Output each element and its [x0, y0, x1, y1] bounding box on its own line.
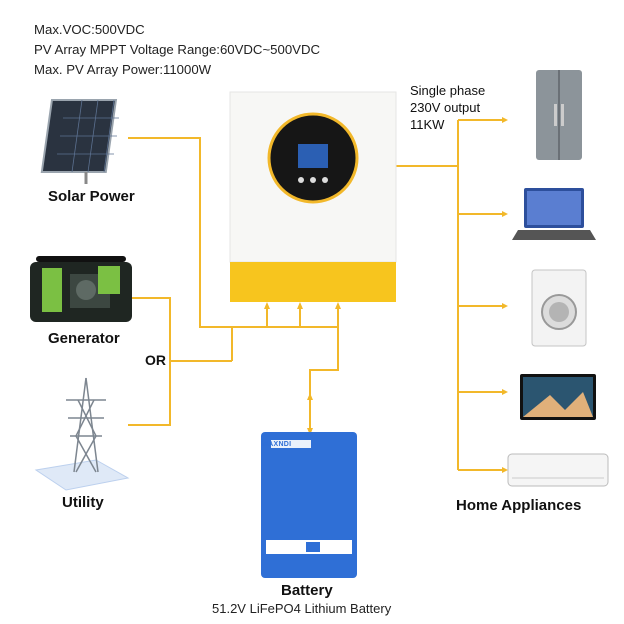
arrows [264, 117, 508, 473]
label-utility: Utility [62, 494, 104, 511]
fridge-icon [536, 70, 582, 160]
label-solar-power: Solar Power [48, 188, 135, 205]
output-line2: 230V output [410, 100, 481, 115]
wire-battery [309, 327, 339, 428]
air-conditioner-icon [507, 453, 609, 487]
label-home-appliances: Home Appliances [456, 497, 582, 514]
label-generator: Generator [48, 330, 120, 347]
label-battery-type: 51.2V LiFePO4 Lithium Battery [212, 601, 392, 616]
battery-brand: MAXNDI [262, 441, 292, 448]
laptop-icon [512, 188, 596, 240]
television-icon [520, 374, 596, 420]
utility-tower-icon [34, 377, 130, 491]
spec-mppt: PV Array MPPT Voltage Range:60VDC~500VDC [34, 42, 321, 57]
wire-bottom-3 [300, 308, 339, 328]
output-line1: Single phase [410, 83, 486, 98]
output-line3: 11KW [410, 117, 445, 132]
output-info: Single phase 230V output 11KW [410, 82, 485, 133]
label-battery: Battery [281, 582, 333, 599]
solar-panel-icon [40, 99, 119, 184]
spec-power: Max. PV Array Power:11000W [34, 62, 212, 77]
battery-icon [261, 432, 357, 578]
generator-icon [30, 256, 132, 322]
spec-voc: Max.VOC:500VDC [34, 22, 145, 37]
inverter-icon [229, 91, 397, 302]
washing-machine-icon [531, 269, 587, 347]
label-or: OR [145, 352, 166, 368]
